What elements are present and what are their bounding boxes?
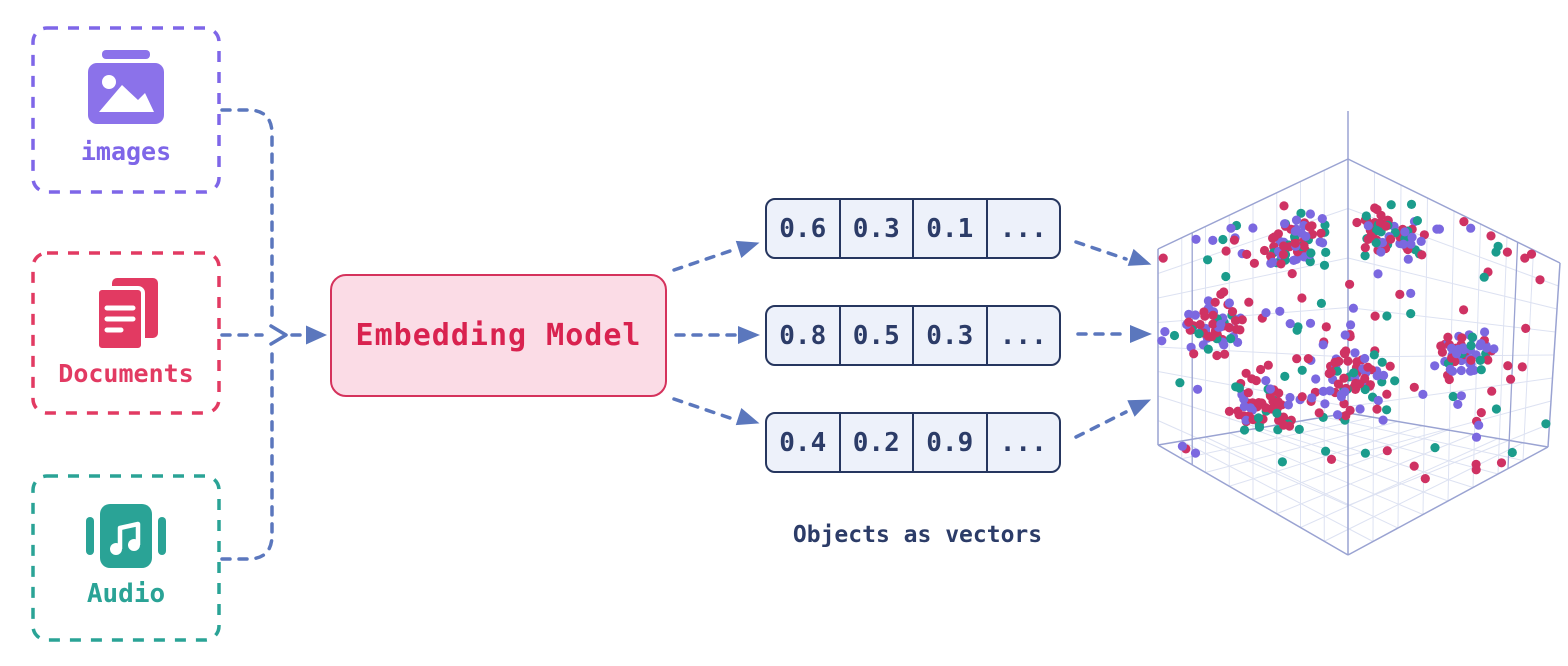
audio-label: Audio [86,579,166,609]
merge-chevron-icon [269,324,288,346]
vector-cell: 0.3 [841,200,914,257]
vector-cell: ... [999,427,1047,458]
vector-space-3d-plot [1157,111,1561,556]
vectors-caption: Objects as vectors [792,522,1043,548]
arrowhead-into-model [306,325,327,345]
vector1-to-plot-line [1074,240,1128,261]
vector3-to-plot-line [1074,410,1128,439]
arrowhead-plot1 [1127,248,1152,266]
documents-icon [94,276,160,356]
vector-cell: 0.1 [914,200,988,257]
vector-row-2: 0.8 0.5 0.3 ... [765,305,1061,366]
embedding-model-label: Embedding Model [355,318,642,353]
arrowhead-vector2 [738,326,760,344]
arrowhead-vector3 [735,408,760,426]
vector-cell: 0.8 [767,307,841,364]
vector-cell: ... [999,320,1047,351]
vector-row-3: 0.4 0.2 0.9 ... [765,412,1061,473]
arrowhead-plot2 [1130,325,1152,343]
model-to-vector1-line [672,247,738,272]
vector-cell: 0.4 [767,414,841,471]
model-to-vector3-line [672,397,738,422]
audio-connector-line [220,352,274,561]
embedding-model-box: Embedding Model [330,274,667,397]
vector-cell: 0.3 [914,307,988,364]
vector-cell: 0.2 [841,414,914,471]
audio-icon [86,504,166,570]
arrowhead-vector1 [735,240,760,258]
vector-cell: ... [999,213,1047,244]
vector-cell: 0.5 [841,307,914,364]
vector-row-1: 0.6 0.3 0.1 ... [765,198,1061,259]
images-label: images [80,137,172,166]
vector-cell: 0.9 [914,414,988,471]
vector-cell: 0.6 [767,200,841,257]
arrowhead-plot3 [1127,399,1152,417]
documents-label: Documents [58,359,194,388]
images-connector-line [220,108,274,318]
image-icon [88,50,164,124]
